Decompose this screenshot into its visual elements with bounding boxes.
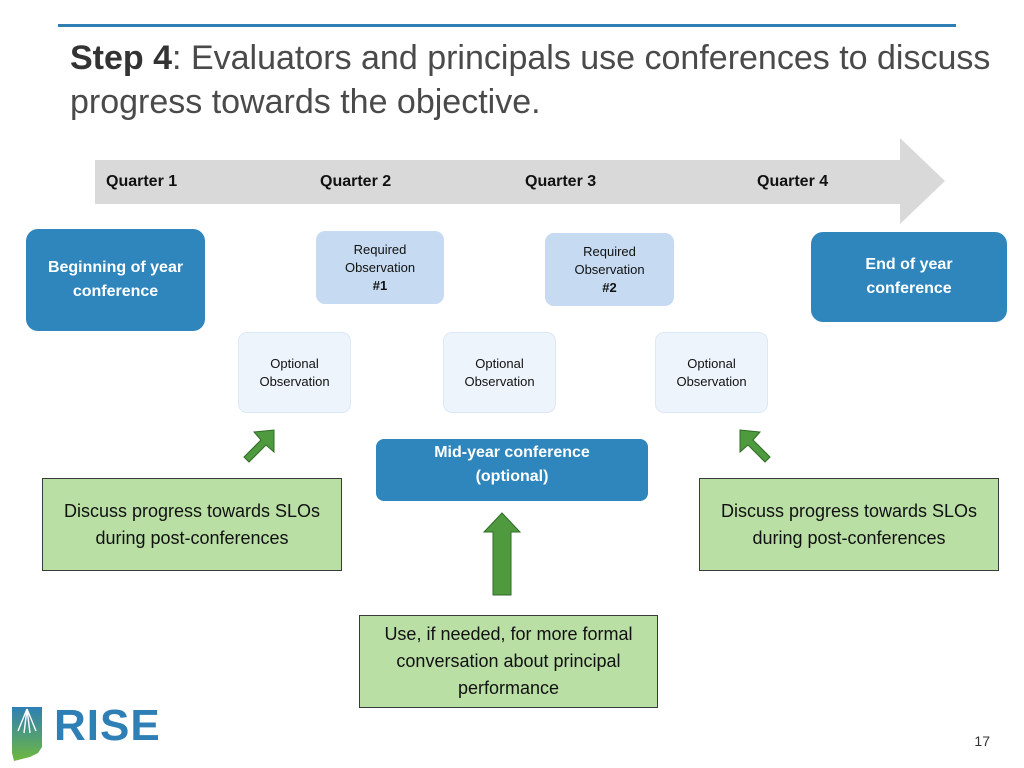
optional-2-line2: Observation — [464, 373, 535, 389]
required-observation-1: Required Observation #1 — [316, 231, 444, 304]
quarter-4-label: Quarter 4 — [757, 173, 829, 190]
timeline-arrow — [95, 138, 945, 224]
title-rule — [58, 24, 956, 27]
required-2-number: #2 — [602, 279, 617, 295]
required-1-line2: Observation — [344, 259, 416, 275]
arrow-up-icon — [482, 512, 522, 596]
rise-logo-text: RISE — [54, 701, 161, 750]
beginning-conference-label: Beginning of year conference — [47, 259, 184, 300]
required-2-line1: Required — [583, 243, 636, 259]
beginning-of-year-conference: Beginning of year conference — [26, 229, 205, 331]
indiana-state-logo-icon — [12, 707, 42, 761]
left-note-text: Discuss progress towards SLOs during pos… — [63, 500, 321, 548]
title-text: : Evaluators and principals use conferen… — [70, 39, 991, 121]
optional-1-line1: Optional — [270, 355, 319, 371]
end-conference-label: End of year conference — [865, 256, 953, 297]
slide-title: Step 4: Evaluators and principals use co… — [70, 36, 1000, 124]
optional-observation-3: Optional Observation — [655, 332, 768, 413]
required-observation-2: Required Observation #2 — [545, 233, 674, 306]
optional-2-line1: Optional — [475, 355, 524, 371]
quarter-3-label: Quarter 3 — [525, 173, 597, 190]
left-post-conference-note: Discuss progress towards SLOs during pos… — [42, 478, 342, 571]
optional-3-line2: Observation — [676, 373, 747, 389]
optional-observation-2: Optional Observation — [443, 332, 556, 413]
optional-1-line2: Observation — [259, 373, 330, 389]
end-of-year-conference: End of year conference — [811, 232, 1007, 322]
required-1-number: #1 — [372, 277, 388, 293]
bottom-note-text: Use, if needed, for more formal conversa… — [384, 624, 633, 698]
quarter-1-label: Quarter 1 — [106, 173, 178, 190]
right-note-text: Discuss progress towards SLOs during pos… — [720, 500, 978, 548]
arrow-up-right-icon — [243, 429, 275, 463]
mid-conference-label: Mid-year conference (optional) — [434, 444, 590, 485]
required-2-line2: Observation — [574, 261, 645, 277]
optional-3-line1: Optional — [687, 355, 736, 371]
mid-year-conference: Mid-year conference (optional) — [376, 439, 648, 501]
formal-conversation-note: Use, if needed, for more formal conversa… — [359, 615, 658, 708]
quarter-2-label: Quarter 2 — [320, 173, 392, 190]
right-post-conference-note: Discuss progress towards SLOs during pos… — [699, 478, 999, 571]
required-1-line1: Required — [353, 241, 407, 257]
title-step-label: Step 4 — [70, 39, 173, 77]
page-number: 17 — [974, 733, 990, 749]
arrow-up-left-icon — [739, 429, 771, 463]
optional-observation-1: Optional Observation — [238, 332, 351, 413]
